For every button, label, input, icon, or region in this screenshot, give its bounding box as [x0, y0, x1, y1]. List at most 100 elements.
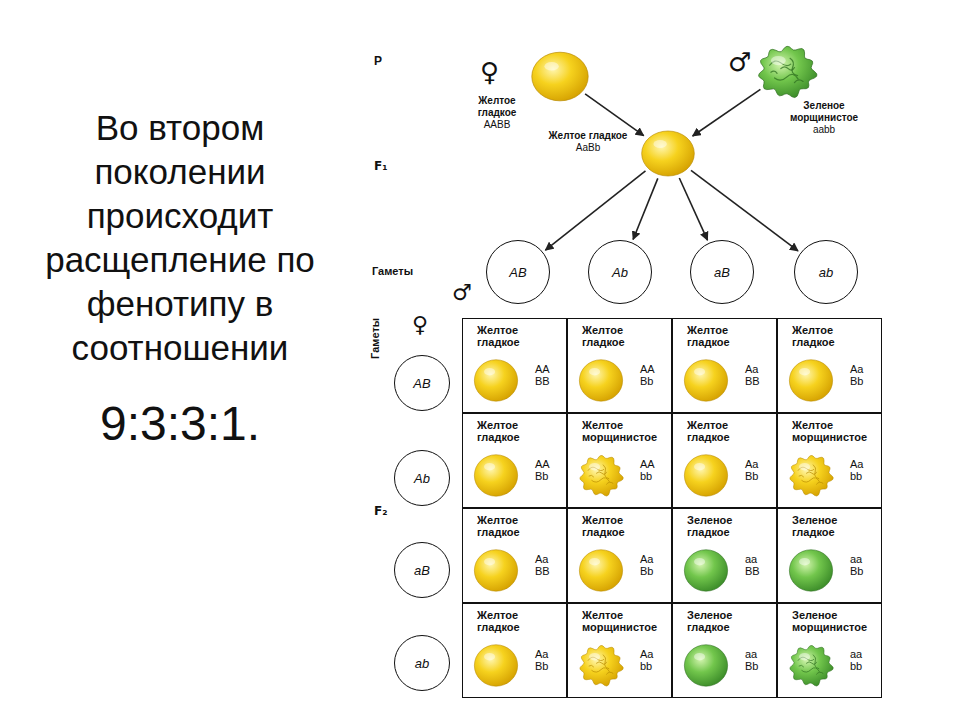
pea-wrinkle [799, 475, 804, 477]
pea-highlight [653, 140, 666, 148]
generation-mark: F₁ [374, 160, 387, 174]
phenotype-text: Желтое гладкое [477, 419, 520, 443]
pea-wrinkle [799, 665, 804, 667]
phenotype-text: Желтое гладкое [687, 324, 730, 348]
arrow-connector [545, 171, 645, 250]
pea-wrinkle [592, 478, 609, 482]
pea-highlight [484, 463, 495, 470]
punnett-cell: Зеленое гладкоеaa Bb [672, 603, 777, 698]
punnett-cell: Желтое гладкое Aa Bb [672, 413, 777, 508]
phenotype-text: Желтое гладкое [687, 419, 730, 443]
gamete-circle: ab [394, 635, 450, 691]
pea-body [789, 360, 832, 401]
pea-wrinkle [802, 668, 819, 672]
smooth-pea [473, 547, 519, 593]
genotype-text: AA BB [535, 363, 550, 387]
pea-highlight [484, 368, 495, 375]
pea-body [684, 360, 727, 401]
arrow-connector [585, 94, 644, 136]
genotype-text: AA Bb [535, 458, 549, 482]
pea-wrinkle [794, 80, 803, 83]
pea-highlight [799, 558, 810, 565]
pea-body [580, 645, 623, 686]
smooth-pea [473, 452, 519, 498]
pea-highlight [694, 558, 705, 565]
genotype-text: aa BB [745, 553, 760, 577]
gamete-circle: aB [394, 542, 450, 598]
pea-body [474, 645, 517, 686]
pea-highlight [799, 463, 810, 470]
pea-highlight [799, 368, 810, 375]
genotype-text: AA Bb [640, 363, 654, 387]
gamete-circle: Ab [394, 450, 450, 506]
genotype-text: Aa Bb [850, 363, 863, 387]
pea-highlight [544, 62, 558, 71]
pea-wrinkle [589, 665, 594, 667]
pea-caption: Желтое гладкоеAABB [462, 95, 532, 131]
genotype-text: Aa Bb [745, 458, 758, 482]
pea-wrinkle [592, 668, 609, 672]
pea-wrinkle [596, 662, 606, 665]
gamete-genotype: Ab [414, 471, 430, 486]
pea-body [789, 550, 832, 591]
phenotype-text: Зеленое морщинистое [792, 609, 867, 633]
gamete-circle: AB [394, 355, 450, 411]
genotype-text: aa bb [850, 648, 862, 672]
pea-body [474, 360, 517, 401]
pea-body [579, 550, 622, 591]
phenotype-text: Желтое морщинистое [792, 419, 867, 443]
pea-body [642, 131, 695, 176]
male-symbol: ♂ [452, 280, 472, 305]
genotype-text: Aa Bb [640, 553, 653, 577]
punnett-cell: Желтое морщинистоеAA bb [567, 413, 672, 508]
gamete-genotype: Ab [612, 265, 628, 280]
pea-body [684, 455, 727, 496]
smooth-pea [683, 547, 729, 593]
phenotype-text: Желтое морщинистое [582, 609, 657, 633]
pea-wrinkle [817, 482, 823, 484]
pea-node: Зеленое морщинистоеaabb [752, 38, 868, 138]
punnett-cell: Зеленое морщинистое aa bb [777, 603, 882, 698]
wrinkled-pea [788, 452, 834, 498]
genotype-text: Aa bb [640, 648, 653, 672]
genotype-text: Aa BB [745, 363, 760, 387]
pea-body [790, 645, 833, 686]
generation-mark: P [374, 55, 382, 69]
genotype-text: AaBb [540, 142, 636, 154]
genotype-text: Aa bb [850, 458, 863, 482]
pea-body [474, 455, 517, 496]
smooth-pea [473, 642, 519, 688]
phenotype-text: Желтое гладкое [582, 324, 625, 348]
pea-body [759, 46, 817, 97]
male-symbol: ♂ [728, 48, 751, 78]
pea-body [532, 52, 588, 101]
punnett-cell: Зеленое гладкое aa BB [672, 508, 777, 603]
smooth-pea [640, 128, 696, 178]
pea-body [580, 455, 623, 496]
pea-wrinkle [603, 655, 609, 669]
genotype-text: AABB [462, 119, 532, 131]
punnett-cell: Желтое гладкое AA Bb [567, 318, 672, 413]
gamete-circle: aB [690, 240, 754, 304]
pea-wrinkle [771, 71, 777, 73]
punnett-cell: Желтое гладкое Aa Bb [777, 318, 882, 413]
phenotype-text: Зеленое гладкое [687, 514, 732, 538]
pea-highlight [799, 653, 810, 660]
phenotype-text: Желтое гладкое [540, 130, 636, 142]
pea-wrinkle [817, 672, 823, 674]
wrinkled-pea [756, 42, 818, 100]
genotype-text: aa Bb [745, 648, 758, 672]
pea-body [684, 645, 727, 686]
phenotype-text: Желтое гладкое [792, 324, 835, 348]
arrow-connector [693, 89, 761, 136]
smooth-pea [683, 357, 729, 403]
smooth-pea [530, 49, 590, 103]
wrinkled-pea [578, 452, 624, 498]
pea-body [684, 550, 727, 591]
gamete-genotype: ab [415, 656, 429, 671]
pea-highlight [484, 653, 495, 660]
gamete-genotype: aB [714, 265, 730, 280]
pea-highlight [589, 653, 600, 660]
gamete-circle: ab [794, 240, 858, 304]
